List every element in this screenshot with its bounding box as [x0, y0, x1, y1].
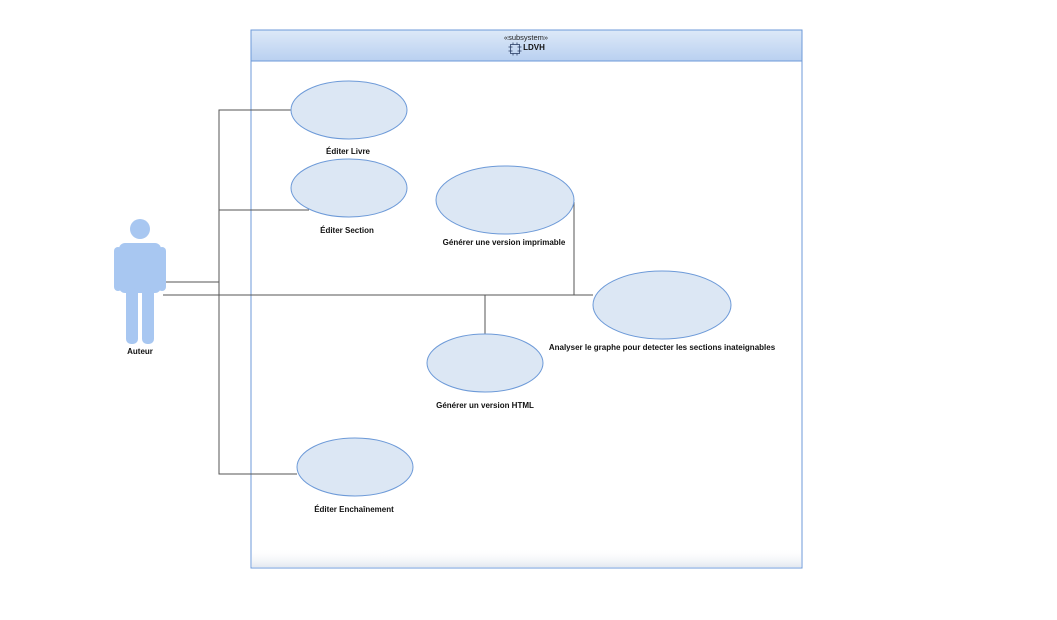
label-analyser-graphe: Analyser le graphe pour detecter les sec…	[548, 343, 776, 352]
use-case-analyser-graphe[interactable]	[592, 270, 732, 340]
actor-left-leg	[126, 288, 138, 344]
use-case-editer-enchainement[interactable]	[296, 437, 414, 497]
assoc-editer-enchainement	[218, 282, 297, 475]
actor-head	[130, 219, 150, 239]
actor-auteur[interactable]	[114, 219, 166, 344]
use-case-editer-section[interactable]	[290, 158, 408, 218]
use-case-generer-imprimable[interactable]	[435, 165, 575, 235]
label-generer-html: Générer un version HTML	[436, 401, 534, 410]
subsystem-stereotype: «subsystem»	[503, 33, 549, 42]
use-case-editer-livre[interactable]	[290, 80, 408, 140]
assoc-editer-livre	[163, 109, 291, 283]
label-editer-enchainement: Éditer Enchaînement	[314, 505, 394, 514]
label-editer-section: Éditer Section	[320, 226, 374, 235]
subsystem-name: LDVH	[523, 43, 545, 52]
actor-left-arm	[114, 247, 122, 291]
subsystem-icon	[508, 42, 522, 56]
subsystem-header	[250, 29, 803, 62]
actor-right-leg	[142, 288, 154, 344]
use-case-ellipses	[290, 80, 732, 497]
label-editer-livre: Éditer Livre	[325, 147, 371, 156]
use-case-generer-html[interactable]	[426, 333, 544, 393]
actor-right-arm	[158, 247, 166, 291]
actor-torso	[119, 243, 161, 293]
actor-label: Auteur	[127, 347, 153, 356]
associations	[163, 109, 593, 475]
label-generer-imprimable: Générer une version imprimable	[442, 238, 566, 247]
